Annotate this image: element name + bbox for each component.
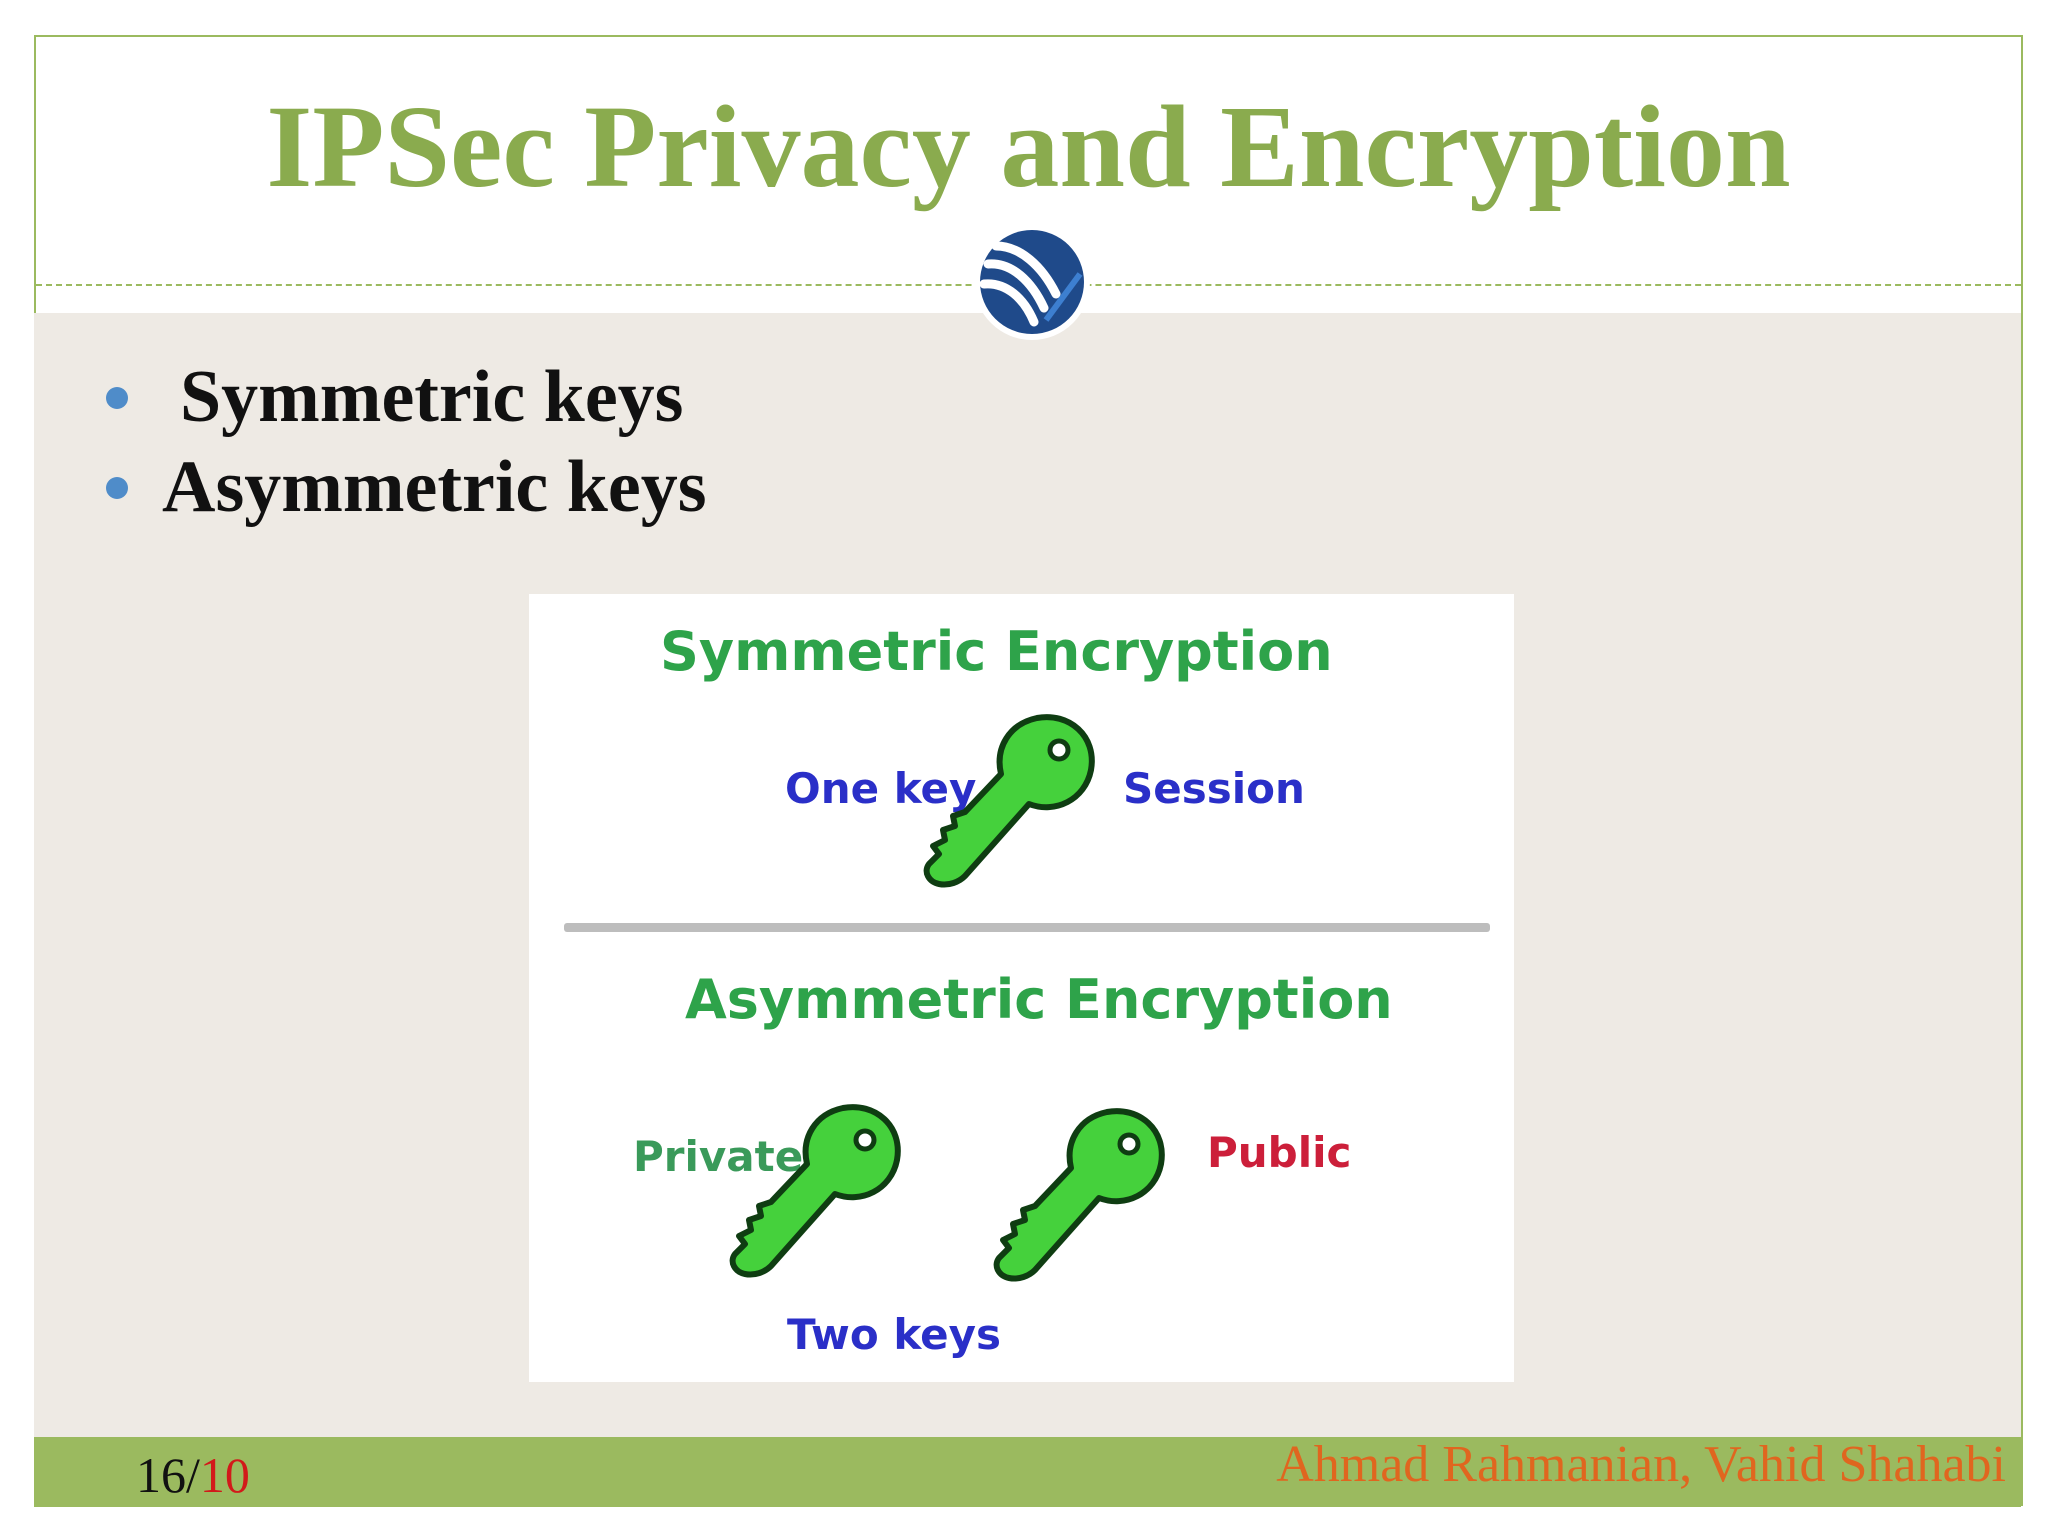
bullet-dot-icon: [106, 477, 128, 499]
private-label: Private: [633, 1132, 804, 1181]
slide-title: IPSec Privacy and Encryption: [266, 81, 1791, 212]
bullet-text: Asymmetric keys: [162, 446, 707, 528]
session-label: Session: [1123, 764, 1305, 813]
public-label: Public: [1207, 1128, 1352, 1177]
asymmetric-heading: Asymmetric Encryption: [685, 968, 1393, 1031]
page-total: 10: [199, 1447, 250, 1503]
bullet-dot-icon: [106, 387, 128, 409]
page-current: 16/: [136, 1447, 200, 1503]
page-number: 16/10: [136, 1444, 250, 1506]
encryption-figure: Symmetric Encryption One key Session Asy…: [529, 594, 1514, 1382]
university-logo-icon: [972, 222, 1092, 342]
bullet-text: Symmetric keys: [180, 356, 684, 438]
bullet-item: Symmetric keys: [100, 352, 707, 442]
one-key-label: One key: [785, 764, 977, 813]
bullet-list: Symmetric keys Asymmetric keys: [100, 352, 707, 532]
footer-bar: [34, 1437, 2021, 1507]
private-key-icon: [715, 1090, 915, 1290]
figure-separator: [564, 923, 1490, 932]
symmetric-heading: Symmetric Encryption: [660, 620, 1333, 683]
symmetric-key-icon: [909, 700, 1109, 900]
public-key-icon: [979, 1094, 1179, 1294]
authors: Ahmad Rahmanian, Vahid Shahabi: [1276, 1436, 2006, 1493]
two-keys-label: Two keys: [787, 1310, 1001, 1359]
bullet-item: Asymmetric keys: [100, 442, 707, 532]
